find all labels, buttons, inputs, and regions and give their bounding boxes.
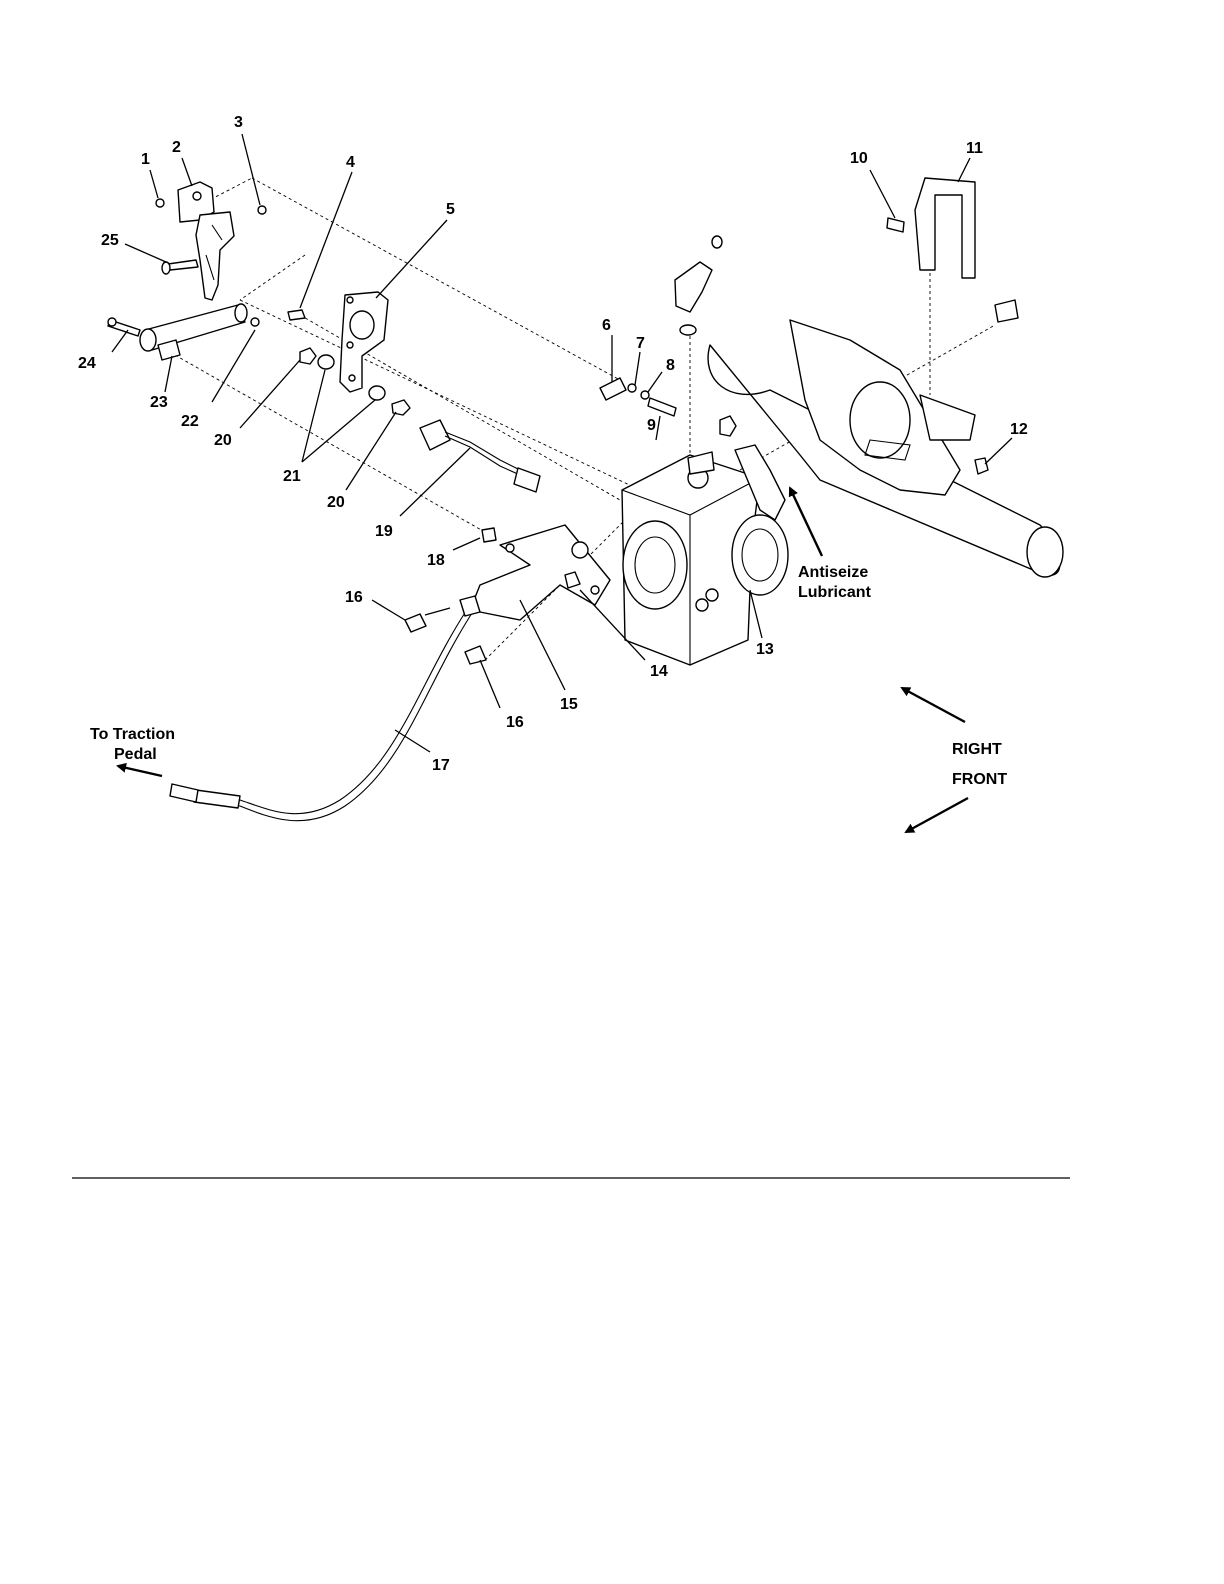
callout-5: 5 (446, 201, 455, 218)
traction-cable (170, 596, 480, 821)
antiseize-note-line1: Antiseize (798, 564, 868, 581)
traction-note-line1: To Traction (90, 726, 175, 743)
front-label: FRONT (952, 771, 1007, 788)
callout-23: 23 (150, 394, 168, 411)
callout-12: 12 (1010, 421, 1028, 438)
callout-4: 4 (346, 154, 355, 171)
callout-16a: 16 (345, 589, 363, 606)
callout-22: 22 (181, 413, 199, 430)
direction-arrows (902, 688, 968, 832)
antiseize-note-line2: Lubricant (798, 584, 872, 601)
callout-16b: 16 (506, 714, 524, 731)
callout-24: 24 (78, 355, 96, 372)
callout-11: 11 (966, 140, 983, 157)
callout-17: 17 (432, 757, 450, 774)
callout-9: 9 (647, 417, 656, 434)
callout-8: 8 (666, 357, 675, 374)
damper-assembly (108, 304, 259, 360)
right-label: RIGHT (952, 741, 1002, 758)
pump-plate-assembly (288, 292, 410, 415)
sensor-harness (420, 420, 540, 492)
front-direction-arrow (906, 798, 968, 832)
callout-15: 15 (560, 696, 578, 713)
callout-18: 18 (427, 552, 445, 569)
callout-10: 10 (850, 150, 868, 167)
callout-6: 6 (602, 317, 611, 334)
right-direction-arrow (902, 688, 965, 722)
pump-bracket (405, 525, 610, 664)
callout-25: 25 (101, 232, 119, 249)
callout-3: 3 (234, 114, 243, 131)
callout-13: 13 (756, 641, 774, 658)
callout-20b: 20 (327, 494, 345, 511)
hydrostat-pump (622, 416, 788, 665)
traction-note-line2: Pedal (114, 746, 157, 763)
direction-labels: RIGHT FRONT (952, 741, 1007, 788)
control-arm-assembly (156, 182, 266, 300)
callout-7: 7 (636, 335, 645, 352)
callout-1: 1 (141, 151, 150, 168)
callout-20a: 20 (214, 432, 232, 449)
callout-19: 19 (375, 523, 393, 540)
fittings (600, 236, 722, 416)
callout-2: 2 (172, 139, 181, 156)
callout-21: 21 (283, 468, 301, 485)
callout-14: 14 (650, 663, 668, 680)
